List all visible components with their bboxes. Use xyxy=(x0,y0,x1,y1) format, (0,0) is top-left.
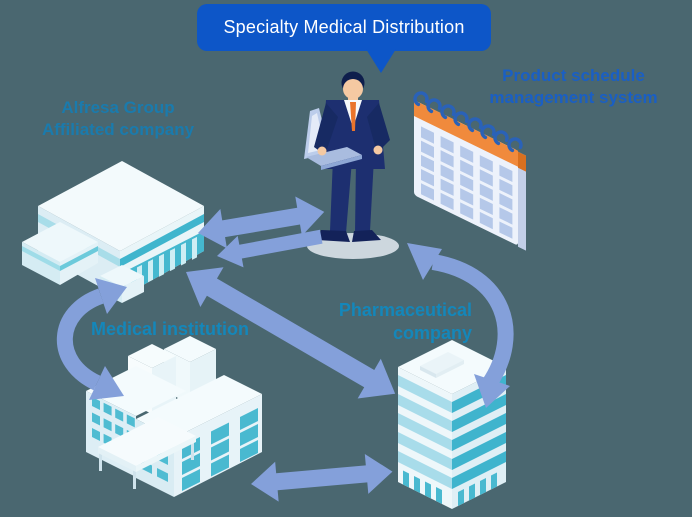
distribution-center-building-icon xyxy=(22,161,204,303)
necktie xyxy=(350,102,356,131)
flow-arrows xyxy=(56,196,514,502)
label-product-schedule-system: Product schedule management system xyxy=(489,66,658,107)
label-pharmaceutical-company: Pharmaceutical company xyxy=(338,300,472,343)
arrow-warehouse-hospital-curved xyxy=(56,278,127,400)
arrow-distributor-medical xyxy=(217,229,323,268)
head-face xyxy=(343,79,363,99)
tower-left-window-bands xyxy=(398,375,452,489)
hospital-entrance-canopy xyxy=(98,417,196,489)
label-alfresa-group: Alfresa Group Affiliated company xyxy=(41,98,195,139)
laptop-base xyxy=(306,147,362,166)
title-banner: Specialty Medical Distribution xyxy=(197,4,491,51)
label-medical-institution: Medical institution xyxy=(90,319,249,339)
calendar-spiral-rings xyxy=(413,91,523,153)
tower-entrance-columns xyxy=(403,470,497,506)
calendar-date-cells xyxy=(421,126,513,239)
arrow-distributor-pharma-curved xyxy=(407,243,514,408)
hospital-front-right-windows xyxy=(182,408,258,491)
arrow-hospital-pharma-bottom xyxy=(251,453,393,502)
hospital-building-icon xyxy=(86,336,262,497)
title-banner-label: Specialty Medical Distribution xyxy=(223,17,465,37)
loading-dock-slats xyxy=(126,236,197,294)
arrow-medical-pharma-diagonal xyxy=(186,267,396,399)
arrow-warehouse-distributor xyxy=(198,196,325,249)
office-tower-building-icon xyxy=(398,340,506,509)
schedule-calendar-icon xyxy=(413,91,526,251)
banner-pointer xyxy=(366,49,396,73)
businessman-with-laptop-icon xyxy=(304,71,399,259)
